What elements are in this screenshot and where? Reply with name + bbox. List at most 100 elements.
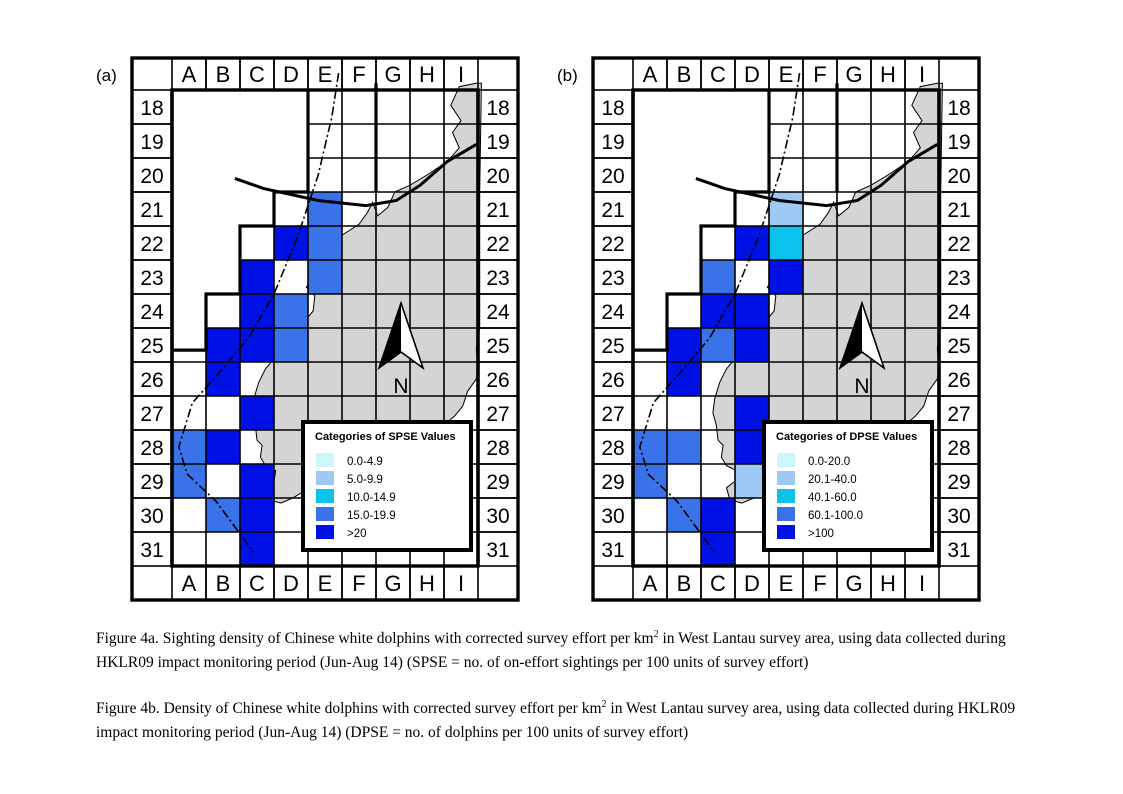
- row-label-25-right: 25: [947, 335, 970, 358]
- row-label-26-left: 26: [601, 369, 624, 392]
- row-label-25-right: 25: [486, 335, 509, 358]
- density-cell-E22: [769, 226, 803, 260]
- density-cell-B25: [667, 328, 701, 362]
- density-cell-D24: [735, 294, 769, 328]
- column-label-E-top: E: [318, 62, 333, 87]
- row-label-19-left: 19: [140, 131, 163, 154]
- density-cell-C27: [240, 396, 274, 430]
- row-label-23-right: 23: [947, 267, 970, 290]
- column-label-A-bottom: A: [643, 571, 658, 596]
- row-label-21-right: 21: [486, 199, 509, 222]
- legend-swatch: [777, 471, 795, 485]
- column-label-D-bottom: D: [744, 571, 760, 596]
- column-label-D-top: D: [744, 62, 760, 87]
- density-cell-C31: [701, 532, 735, 566]
- column-label-F-top: F: [352, 62, 365, 87]
- boundary-dash-line: [177, 72, 340, 553]
- row-label-31-right: 31: [486, 539, 509, 562]
- row-label-18-right: 18: [486, 97, 509, 120]
- panel-label: (a): [96, 66, 117, 85]
- density-cell-E21: [308, 192, 342, 226]
- figure-4b-caption: Figure 4b. Density of Chinese white dolp…: [96, 699, 1016, 742]
- legend-title: Categories of SPSE Values: [315, 431, 456, 443]
- row-label-18-right: 18: [947, 97, 970, 120]
- density-cell-C23: [701, 260, 735, 294]
- row-label-24-right: 24: [486, 301, 510, 324]
- column-label-G-bottom: G: [384, 571, 401, 596]
- density-cell-C30: [240, 498, 274, 532]
- column-label-A-top: A: [182, 62, 197, 87]
- row-label-19-right: 19: [947, 131, 970, 154]
- legend-label: >100: [808, 528, 834, 540]
- column-label-H-top: H: [880, 62, 896, 87]
- density-cell-D25: [274, 328, 308, 362]
- column-label-F-bottom: F: [352, 571, 365, 596]
- density-cell-C31: [240, 532, 274, 566]
- legend-label: 40.1-60.0: [808, 492, 857, 504]
- row-label-26-right: 26: [947, 369, 970, 392]
- legend-label: 10.0-14.9: [347, 492, 396, 504]
- column-label-B-top: B: [677, 62, 692, 87]
- column-label-B-bottom: B: [216, 571, 231, 596]
- column-label-C-bottom: C: [710, 571, 726, 596]
- row-label-19-left: 19: [601, 131, 624, 154]
- column-label-G-top: G: [384, 62, 401, 87]
- row-label-22-left: 22: [140, 233, 163, 256]
- row-label-24-right: 24: [947, 301, 971, 324]
- density-cell-C29: [240, 464, 274, 498]
- row-label-23-left: 23: [140, 267, 163, 290]
- row-label-31-right: 31: [947, 539, 970, 562]
- column-header-cell: [904, 565, 940, 601]
- row-label-21-right: 21: [947, 199, 970, 222]
- row-label-28-right: 28: [486, 437, 509, 460]
- column-label-E-bottom: E: [779, 571, 794, 596]
- row-label-24-left: 24: [140, 301, 164, 324]
- column-label-I-top: I: [458, 62, 464, 87]
- row-label-27-right: 27: [947, 403, 970, 426]
- row-label-20-right: 20: [947, 165, 970, 188]
- density-cell-C23: [240, 260, 274, 294]
- column-label-C-bottom: C: [249, 571, 265, 596]
- row-label-20-left: 20: [601, 165, 624, 188]
- density-cell-A28: [633, 430, 667, 464]
- legend-swatch: [316, 507, 334, 521]
- row-label-28-left: 28: [601, 437, 624, 460]
- row-label-25-left: 25: [601, 335, 624, 358]
- north-label: N: [393, 375, 408, 398]
- row-label-24-left: 24: [601, 301, 625, 324]
- row-label-18-left: 18: [140, 97, 163, 120]
- legend-swatch: [316, 525, 334, 539]
- row-label-20-left: 20: [140, 165, 163, 188]
- row-label-31-left: 31: [140, 539, 163, 562]
- density-cell-A28: [172, 430, 206, 464]
- column-label-H-bottom: H: [419, 571, 435, 596]
- column-label-C-top: C: [710, 62, 726, 87]
- density-cell-C24: [701, 294, 735, 328]
- density-cell-B25: [206, 328, 240, 362]
- legend-swatch: [316, 489, 334, 503]
- bridge-link-line: [234, 143, 478, 208]
- bridge-link-line: [695, 143, 939, 208]
- figure-4a-caption: Figure 4a. Sighting density of Chinese w…: [96, 629, 1006, 672]
- legend-label: 5.0-9.9: [347, 474, 383, 486]
- density-cell-C24: [240, 294, 274, 328]
- density-cell-A29: [633, 464, 667, 498]
- boundary-dash-line: [638, 72, 801, 553]
- row-label-18-left: 18: [601, 97, 624, 120]
- row-label-27-left: 27: [601, 403, 624, 426]
- legend-label: >20: [347, 528, 367, 540]
- row-label-23-left: 23: [601, 267, 624, 290]
- row-label-19-right: 19: [486, 131, 509, 154]
- row-label-30-right: 30: [947, 505, 970, 528]
- column-label-I-top: I: [919, 62, 925, 87]
- row-label-29-right: 29: [486, 471, 509, 494]
- row-label-29-right: 29: [947, 471, 970, 494]
- density-cell-C30: [701, 498, 735, 532]
- column-label-C-top: C: [249, 62, 265, 87]
- column-label-F-bottom: F: [813, 571, 826, 596]
- row-label-27-right: 27: [486, 403, 509, 426]
- row-label-30-right: 30: [486, 505, 509, 528]
- legend-label: 15.0-19.9: [347, 510, 396, 522]
- column-label-A-bottom: A: [182, 571, 197, 596]
